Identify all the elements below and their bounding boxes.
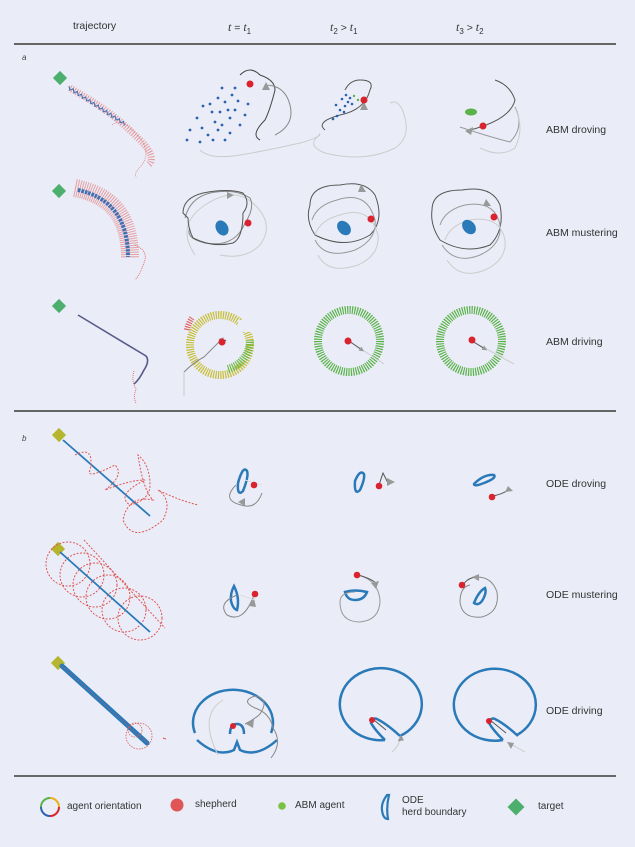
legend-target: target bbox=[506, 797, 564, 817]
legend-label-line2: herd boundary bbox=[402, 807, 467, 818]
t1-rhs-sub: 1 bbox=[246, 27, 252, 37]
row-label-abm-mustering: ABM mustering bbox=[546, 227, 618, 239]
column-header-trajectory: trajectory bbox=[73, 20, 117, 32]
target-diamond-icon bbox=[51, 427, 67, 443]
shepherd-dot-icon bbox=[170, 798, 184, 812]
row-label-abm-driving: ABM driving bbox=[546, 336, 603, 348]
ode-herd-boundary-icon bbox=[380, 793, 391, 821]
target-diamond-icon bbox=[51, 298, 67, 314]
row-label-ode-droving: ODE droving bbox=[546, 478, 607, 490]
abm-mustering-t1 bbox=[182, 190, 267, 257]
legend-ode-herd-boundary: ODE herd boundary bbox=[380, 793, 467, 821]
legend-divider bbox=[14, 775, 616, 777]
ode-driving-t1 bbox=[191, 688, 278, 759]
column-header-t1: t = t1 bbox=[228, 20, 251, 36]
t2-rhs-sub: 1 bbox=[353, 27, 358, 37]
t1-op: = bbox=[231, 22, 244, 34]
agent-orientation-ring-icon bbox=[40, 797, 60, 817]
t2-rhs: t bbox=[349, 20, 354, 34]
row-label-ode-driving: ODE driving bbox=[546, 705, 603, 717]
panel-label-b: b bbox=[22, 434, 27, 443]
abm-mustering-t2 bbox=[307, 183, 380, 269]
ode-mustering-t2 bbox=[339, 571, 381, 623]
ode-droving-t3 bbox=[472, 473, 513, 501]
ode-droving-t1 bbox=[229, 468, 263, 507]
column-header-t3: t3 > t2 bbox=[456, 20, 484, 36]
ode-driving-trajectory bbox=[50, 655, 167, 750]
ode-mustering-t3 bbox=[458, 574, 498, 618]
legend-label: ABM agent bbox=[295, 800, 345, 811]
legend-label-line1: ODE bbox=[402, 795, 424, 806]
t2-var-sub: 2 bbox=[333, 27, 338, 37]
legend-shepherd: shepherd bbox=[169, 797, 237, 813]
t2-op: > bbox=[337, 22, 350, 34]
target-diamond-icon bbox=[507, 798, 525, 816]
abm-driving-t1 bbox=[183, 311, 260, 396]
target-diamond-icon bbox=[52, 70, 68, 86]
abm-droving-t3 bbox=[459, 79, 521, 154]
abm-droving-t2 bbox=[313, 79, 407, 158]
abm-agent-dot-icon bbox=[278, 802, 286, 810]
legend-label: target bbox=[538, 801, 564, 812]
panel-divider bbox=[14, 410, 616, 412]
abm-mustering-t3 bbox=[431, 188, 506, 274]
row-label-abm-droving: ABM droving bbox=[546, 124, 607, 136]
ode-mustering-trajectory bbox=[45, 539, 166, 641]
legend-abm-agent: ABM agent bbox=[277, 800, 344, 812]
t3-rhs-sub: 2 bbox=[479, 27, 484, 37]
abm-driving-trajectory bbox=[51, 298, 149, 404]
t1-rhs: t bbox=[243, 20, 247, 34]
legend-label: shepherd bbox=[195, 799, 237, 810]
ode-driving-t2 bbox=[338, 666, 423, 753]
ode-droving-trajectory bbox=[51, 427, 199, 533]
header-divider bbox=[14, 43, 616, 45]
abm-mustering-trajectory bbox=[51, 179, 146, 281]
t3-op: > bbox=[463, 22, 476, 34]
abm-driving-t2 bbox=[314, 306, 385, 376]
target-diamond-icon bbox=[51, 183, 67, 199]
legend-label: ODE herd boundary bbox=[402, 795, 467, 819]
abm-droving-t1 bbox=[185, 69, 321, 158]
t2-var: t bbox=[330, 20, 334, 34]
legend-label: agent orientation bbox=[67, 801, 142, 812]
ode-droving-t2 bbox=[353, 471, 395, 493]
t3-var-sub: 3 bbox=[459, 27, 464, 37]
ode-mustering-t1 bbox=[223, 583, 259, 618]
t1-var: t bbox=[228, 20, 232, 34]
row-label-ode-mustering: ODE mustering bbox=[546, 589, 618, 601]
ode-driving-t3 bbox=[452, 667, 538, 753]
abm-droving-trajectory bbox=[52, 70, 155, 178]
panel-label-a: a bbox=[22, 53, 27, 62]
abm-driving-t3 bbox=[436, 306, 515, 376]
legend-agent-orientation: agent orientation bbox=[39, 796, 142, 818]
t3-var: t bbox=[456, 20, 460, 34]
t3-rhs: t bbox=[475, 20, 480, 34]
column-header-t2: t2 > t1 bbox=[330, 20, 358, 36]
